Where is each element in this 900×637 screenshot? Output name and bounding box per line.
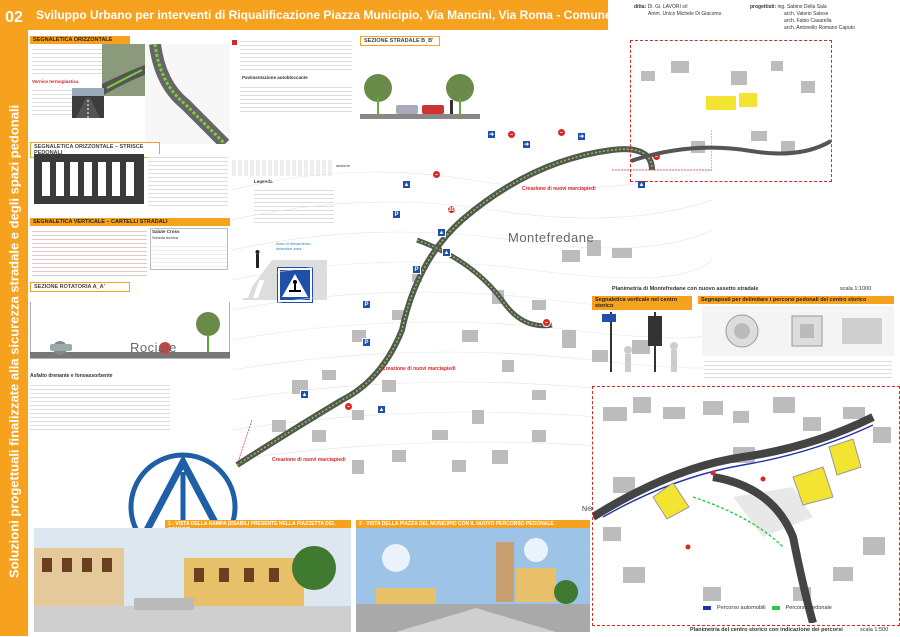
legend-swatch-pedonale	[771, 606, 780, 610]
sezione-stradale-drawing	[360, 74, 480, 119]
segnaletica-orizzontale-header: SEGNALETICA ORIZZONTALE	[30, 36, 130, 44]
verticale-centro-header: Segnaletica verticale nel centro storico	[592, 296, 692, 310]
pedestrian-crossing-sign-icon: ▲	[637, 180, 646, 189]
section-strip	[232, 160, 332, 176]
text-block	[240, 84, 352, 114]
scheda-box: Salute Cross Scheda tecnica	[150, 228, 228, 270]
street-render	[102, 44, 147, 96]
segnaletica-orizzontale-panel: SEGNALETICA ORIZZONTALE Vernice termopla…	[30, 36, 230, 149]
ditta-line-2: Amm. Unico Michele Di Giacomo	[648, 11, 722, 17]
direction-sign-icon: ➜	[522, 140, 531, 149]
sheet-number: 02	[0, 0, 28, 36]
text-block	[240, 38, 352, 72]
view2-caption: 2 - VISTA DELLA PIAZZA DEL MUNICIPIO CON…	[356, 520, 590, 528]
legenda-title: Legenda	[254, 179, 273, 184]
text-block	[32, 87, 72, 117]
progettista-1: ing. Sabino Della Sala	[777, 4, 827, 10]
pedestrian-crossing-sign-icon: ▲	[402, 180, 411, 189]
crosswalk-render	[34, 154, 144, 204]
pedestrian-crossing-sign-icon: ▲	[377, 405, 386, 414]
strisce-panel: SEGNALETICA ORIZZONTALE – STRISCE PEDONA…	[30, 142, 230, 217]
parking-sign-icon: P	[412, 265, 421, 274]
scheda-sub: Scheda tecnica	[152, 235, 178, 240]
north-arrow-icon: N⊖	[582, 506, 593, 513]
scheda-title: Salute Cross	[152, 229, 180, 234]
asfalto-panel: Asfalto drenante e fonoassorbente	[30, 374, 230, 434]
progettista-2: arch. Valerio Salese	[784, 11, 829, 17]
pedestrian-crossing-sign-icon: ▲	[437, 228, 446, 237]
no-entry-sign-icon: –	[507, 130, 516, 139]
text-block	[30, 382, 170, 432]
rotatoria-panel: SEZIONE ROTATORIA A_A' Rociale	[29, 282, 231, 372]
text-block	[704, 358, 892, 380]
sidebar-title: Soluzioni progettuali finalizzate alla s…	[6, 104, 22, 578]
bullet	[232, 40, 237, 45]
legenda-panel: sezione Legenda	[232, 160, 352, 230]
pavimentazione-label: Pavimentazione autobloccante	[242, 75, 308, 80]
centro-legend: Percorso automobili Percorso pedonale	[703, 605, 832, 611]
segnaposti-header: Segnaposti per delimitare i percorsi ped…	[698, 296, 894, 304]
view1-render	[34, 528, 351, 632]
pedestrian-crossing-sign-icon: ▲	[442, 248, 451, 257]
upper-middle-panel: Pavimentazione autobloccante	[232, 36, 352, 136]
centro-storico-signs-panel: Segnaletica verticale nel centro storico…	[592, 296, 898, 384]
sidebar-band: Soluzioni progettuali finalizzate alla s…	[0, 36, 28, 636]
vernice-label: Vernice termoplastica	[32, 79, 79, 84]
progettisti-block: progettisti: ing. Sabino Della Sala arch…	[750, 4, 890, 32]
ditta-label: ditta:	[634, 4, 647, 10]
map-scale: scala 1:1000	[840, 286, 872, 292]
view2-render	[356, 528, 590, 632]
legend-swatch-auto	[703, 606, 711, 610]
no-entry-sign-icon: –	[557, 128, 566, 137]
text-block	[32, 228, 147, 278]
direction-sign-icon: ➜	[487, 130, 496, 139]
rotatoria-section	[29, 294, 231, 370]
progettista-4: arch. Antonello Romano Caputo	[784, 25, 855, 31]
sezione-stradale-panel: SEZIONE STRADALE B_B'	[360, 36, 480, 128]
speed-limit-sign-icon: 30	[447, 205, 456, 214]
asfalto-label: Asfalto drenante e fonoassorbente	[30, 373, 113, 379]
direction-sign-icon: ➜	[577, 132, 586, 141]
road-plan-render	[145, 43, 230, 149]
no-entry-sign-icon: –	[432, 170, 441, 179]
progettisti-label: progettisti:	[750, 4, 777, 10]
centro-scale: scala 1:500	[860, 627, 889, 633]
new-sidewalks-label-3: Creazione di nuovi marciapiedi	[272, 457, 346, 463]
parking-sign-icon: P	[362, 338, 371, 347]
page-title: Sviluppo Urbano per interventi di Riqual…	[28, 0, 735, 30]
legend-pedonale-label: Percorso pedonale	[785, 605, 832, 611]
town-name: Montefredane	[508, 230, 595, 245]
centro-caption: Planimetria del centro storico con indic…	[690, 627, 843, 633]
detection-label: Area di rilevamento, detection area	[276, 241, 312, 251]
legend-auto-label: Percorso automobili	[717, 605, 766, 611]
map-caption: Planimetria di Montefredane con nuovo as…	[612, 286, 759, 292]
parking-sign-icon: P	[392, 210, 401, 219]
ditta-line-1: Di. Gi. LAVORI srl	[647, 4, 688, 10]
verticale-header: SEGNALETICA VERTICALE – CARTELLI STRADAL…	[30, 218, 230, 226]
bollard-render	[702, 306, 894, 356]
no-entry-sign-icon: –	[542, 318, 551, 327]
legenda-list	[254, 187, 334, 223]
sezione-stradale-header: SEZIONE STRADALE B_B'	[360, 36, 440, 46]
no-entry-sign-icon: –	[344, 402, 353, 411]
parking-sign-icon: P	[362, 300, 371, 309]
sezione-word: sezione	[336, 163, 350, 168]
centro-storico-map: Percorso automobili Percorso pedonale	[590, 386, 900, 626]
progettista-3: arch. Fabio Casarella	[784, 18, 832, 24]
detection-render: Area di rilevamento, detection area	[232, 240, 327, 302]
text-block	[32, 46, 102, 76]
pedestrian-sign-icon	[278, 268, 312, 302]
photo-road	[72, 88, 104, 118]
rotatoria-header: SEZIONE ROTATORIA A_A'	[30, 282, 130, 292]
rociale-label: Rociale	[130, 340, 177, 355]
new-sidewalks-label-1: Creazione di nuovi marciapiedi	[522, 186, 596, 192]
ditta-block: ditta: Di. Gi. LAVORI srl Amm. Unico Mic…	[634, 4, 744, 18]
pedestrian-crossing-sign-icon: ▲	[300, 390, 309, 399]
text-block	[148, 154, 228, 209]
verticale-panel: SEGNALETICA VERTICALE – CARTELLI STRADAL…	[30, 218, 230, 280]
scheda-table	[153, 243, 227, 268]
new-sidewalks-label-2: Creazione di nuovi marciapiedi	[382, 366, 456, 372]
signpost-render	[602, 312, 678, 372]
inset-map-top	[630, 40, 833, 182]
